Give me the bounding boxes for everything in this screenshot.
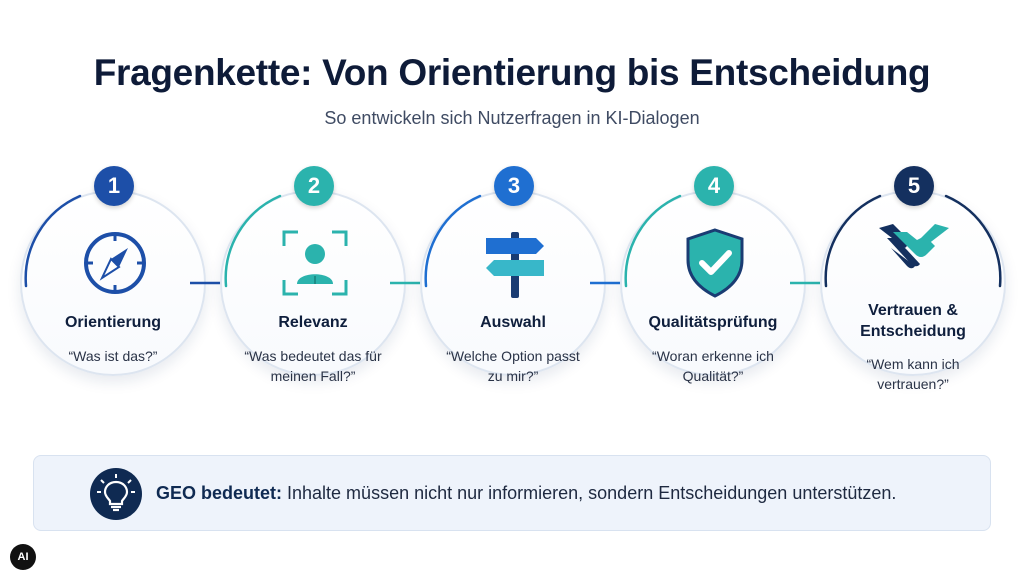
ai-badge: AI — [10, 544, 36, 570]
step-arc — [224, 194, 282, 288]
lightbulb-icon — [90, 468, 142, 520]
step-arc — [24, 194, 82, 288]
step-question: “Wem kann ich vertrauen?” — [866, 356, 960, 392]
page-subtitle: So entwickeln sich Nutzerfragen in KI-Di… — [324, 108, 700, 128]
step-relevanz: 2 Relevanz “Was bedeutet das für meinen … — [220, 166, 412, 410]
person-focus-icon — [282, 230, 348, 296]
step-number-badge: 5 — [894, 166, 934, 206]
geo-banner: GEO bedeutet: Inhalte müssen nicht nur i… — [33, 455, 991, 531]
step-circle — [20, 190, 206, 376]
step-arc — [424, 194, 482, 288]
step-qualitaetspruefung: 4 Qualitätsprüfung “Woran erkenne ich Qu… — [620, 166, 812, 410]
step-number-badge: 2 — [294, 166, 334, 206]
step-arc — [624, 194, 682, 288]
banner-strong: GEO bedeutet: — [156, 483, 283, 503]
step-question: “Was bedeutet das für meinen Fall?” — [244, 348, 382, 384]
signpost-icon — [486, 232, 544, 298]
step-number-badge: 4 — [694, 166, 734, 206]
step-title: Vertrauen & Entscheidung — [820, 300, 1006, 342]
step-title: Qualitätsprüfung — [648, 314, 778, 331]
step-number-badge: 3 — [494, 166, 534, 206]
banner-text: GEO bedeutet: Inhalte müssen nicht nur i… — [156, 483, 896, 504]
step-question: “Welche Option passt zu mir?” — [446, 348, 580, 384]
step-vertrauen-entscheidung: 5 Vertrauen & Entscheidung “Wem kann ich… — [820, 166, 1012, 410]
step-question: “Was ist das?” — [68, 348, 158, 364]
compass-icon — [84, 232, 146, 294]
step-title: Orientierung — [64, 314, 161, 331]
step-orientierung: 1 Orientierung “Was ist das?” — [20, 166, 212, 410]
step-title: Relevanz — [278, 314, 348, 331]
step-arc — [824, 194, 1002, 288]
handshake-icon — [879, 224, 949, 269]
page-title: Fragenkette: Von Orientierung bis Entsch… — [93, 52, 931, 93]
step-title-line: Entscheidung — [860, 323, 966, 340]
step-number-badge: 1 — [94, 166, 134, 206]
step-auswahl: 3 Auswahl “Welche Option passt zu mir?” — [420, 166, 612, 410]
banner-body: Inhalte müssen nicht nur informieren, so… — [282, 483, 897, 503]
step-circle — [820, 190, 1006, 376]
shield-check-icon — [686, 228, 744, 298]
step-title-line: Vertrauen & — [868, 302, 958, 319]
step-title: Auswahl — [480, 314, 546, 331]
step-question: “Woran erkenne ich Qualität?” — [652, 348, 774, 384]
